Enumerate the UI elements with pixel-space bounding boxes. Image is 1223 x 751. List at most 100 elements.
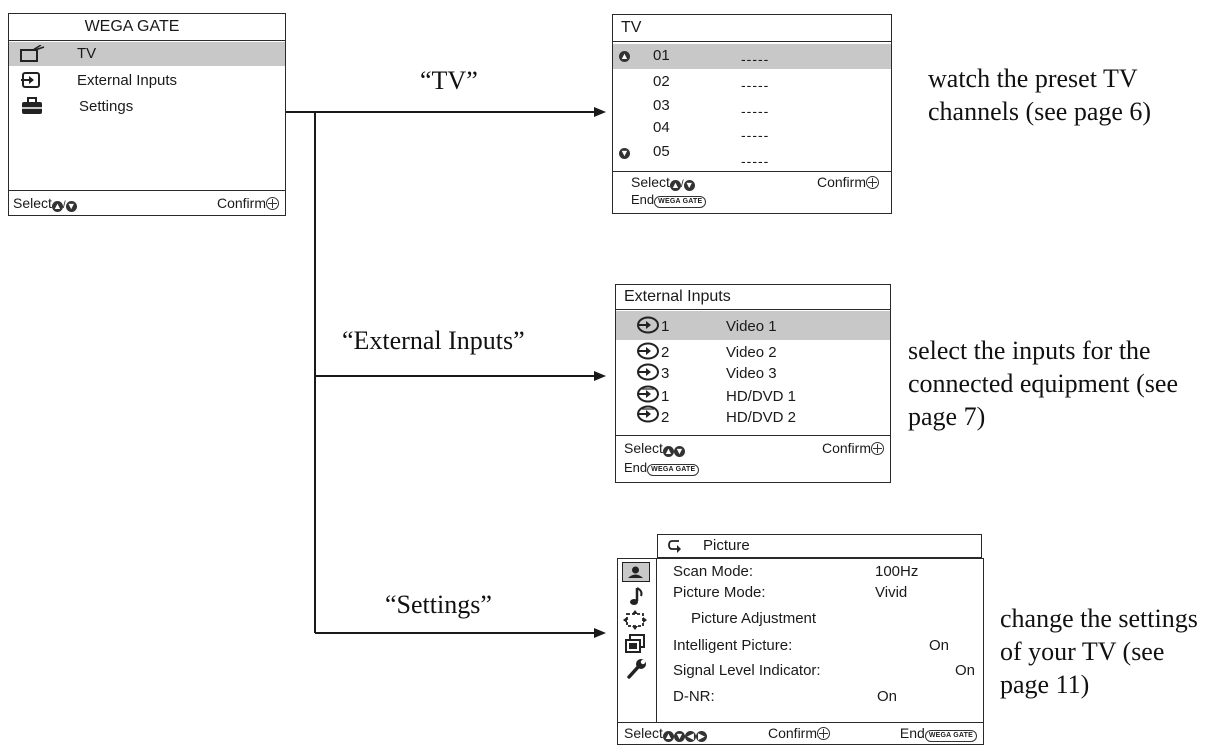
tv-icon	[19, 44, 45, 68]
toolbox-icon[interactable]	[21, 97, 43, 120]
footer-select-label: Select	[13, 195, 52, 211]
confirm-button-icon	[266, 197, 279, 210]
d-nr-value: On	[877, 688, 898, 705]
confirm-button-icon	[817, 727, 831, 740]
input-label: Video 1	[726, 318, 777, 335]
picture-adjustment-item[interactable]: Picture Adjustment	[691, 610, 817, 627]
external-inputs-title: External Inputs	[616, 285, 890, 310]
wega-gate-end-button[interactable]: WEGA GATE	[647, 464, 700, 476]
confirm-button-icon	[866, 176, 879, 189]
tv-channel-row-selected[interactable]	[613, 44, 891, 69]
input-label[interactable]: HD/DVD 2	[726, 409, 797, 426]
wega-gate-item-tv[interactable]	[9, 42, 285, 66]
input-label[interactable]: HD/DVD 1	[726, 388, 797, 405]
channel-name: -----	[741, 103, 770, 119]
input-number[interactable]: 2	[661, 409, 670, 426]
input-label[interactable]: Video 3	[726, 365, 777, 382]
down-arrow-icon: ▼	[673, 731, 685, 742]
channel-number[interactable]: 02	[653, 73, 670, 90]
picture-mode-value: Vivid	[875, 584, 908, 601]
screen-category-icon[interactable]	[623, 610, 647, 635]
channel-number[interactable]: 05	[653, 143, 670, 160]
footer-select-label: Select	[631, 174, 670, 190]
channel-name: -----	[741, 153, 770, 169]
up-arrow-icon: ▲	[662, 731, 674, 742]
settings-panel: Picture Scan Mode: 100Hz Picture Mode: V…	[617, 534, 984, 745]
video-input-icon	[636, 363, 660, 386]
wega-gate-item-label: TV	[77, 45, 97, 62]
channel-number[interactable]: 04	[653, 119, 670, 136]
wega-gate-item-settings[interactable]: Settings	[79, 98, 134, 115]
channel-name: -----	[741, 77, 770, 93]
scroll-up-icon[interactable]: ▲	[619, 51, 630, 62]
d-nr-label[interactable]: D-NR:	[673, 688, 715, 705]
setup-wrench-icon[interactable]	[625, 658, 647, 685]
footer-select-label: Select	[624, 440, 663, 456]
down-arrow-icon: ▼	[673, 446, 685, 457]
intelligent-picture-label[interactable]: Intelligent Picture:	[673, 637, 793, 654]
footer-end-label: End	[631, 192, 655, 207]
right-arrow-icon: ▶	[695, 731, 707, 742]
arrow-label-settings: “Settings”	[385, 590, 492, 619]
footer-confirm-label: Confirm	[816, 174, 866, 190]
external-inputs-panel: External Inputs 1 Video 1 2 Video 2 3 Vi…	[615, 284, 891, 483]
confirm-button-icon	[871, 442, 884, 455]
footer-end-label: End	[899, 725, 925, 741]
input-label[interactable]: Video 2	[726, 344, 777, 361]
settings-title: Picture	[703, 537, 750, 554]
arrow-label-external-inputs: “External Inputs”	[342, 326, 525, 355]
down-arrow-icon: ▼	[65, 201, 77, 212]
wega-gate-end-button[interactable]: WEGA GATE	[654, 196, 707, 208]
return-icon[interactable]	[667, 538, 683, 559]
footer-select-label: Select	[624, 725, 663, 741]
tv-menu-panel: TV ▲ 01 ----- 02 ----- 03 ----- 04 -----…	[612, 14, 892, 214]
scan-mode-label[interactable]: Scan Mode:	[673, 563, 754, 580]
sound-category-icon[interactable]	[626, 586, 646, 611]
wega-gate-footer: Select▲/▼ Confirm	[9, 190, 285, 215]
scroll-down-icon[interactable]: ▼	[619, 148, 630, 159]
picture-category-icon[interactable]	[622, 562, 650, 582]
up-arrow-icon: ▲	[51, 201, 63, 212]
channel-name: -----	[741, 127, 770, 143]
input-number[interactable]: 2	[661, 344, 670, 361]
down-arrow-icon: ▼	[683, 180, 695, 191]
caption-external-inputs: select the inputs for the connected equi…	[908, 336, 1178, 431]
input-number[interactable]: 1	[661, 388, 670, 405]
up-arrow-icon: ▲	[662, 446, 674, 457]
scan-mode-value: 100Hz	[875, 563, 919, 580]
hd-dvd-input-icon	[636, 405, 660, 428]
input-number: 1	[661, 318, 670, 335]
wega-gate-title: WEGA GATE	[9, 14, 285, 41]
wega-gate-panel: WEGA GATE TV External Inputs Settings Se…	[8, 13, 286, 216]
signal-level-indicator-label[interactable]: Signal Level Indicator:	[673, 662, 821, 679]
footer-end-label: End	[624, 460, 648, 475]
hd-dvd-input-icon	[636, 385, 660, 408]
wega-gate-item-external-inputs[interactable]: External Inputs	[77, 72, 178, 89]
channel-number[interactable]: 03	[653, 97, 670, 114]
picture-mode-label[interactable]: Picture Mode:	[673, 584, 766, 601]
footer-confirm-label: Confirm	[821, 440, 871, 456]
input-icon[interactable]	[21, 71, 43, 94]
settings-category-sidebar	[617, 558, 657, 723]
video-input-icon	[636, 342, 660, 365]
tv-menu-title: TV	[613, 15, 891, 42]
footer-confirm-label: Confirm	[768, 725, 818, 741]
wega-gate-end-button[interactable]: WEGA GATE	[924, 730, 977, 742]
features-category-icon[interactable]	[624, 634, 646, 659]
signal-level-indicator-value: On	[955, 662, 976, 679]
channel-name: -----	[741, 51, 770, 67]
channel-number: 01	[653, 47, 670, 64]
left-arrow-icon: ◀	[684, 731, 696, 742]
settings-title-bar	[657, 534, 982, 558]
caption-tv: watch the preset TV channels (see page 6…	[928, 64, 1152, 126]
input-row-selected[interactable]	[616, 311, 890, 340]
caption-settings: change the settings of your TV (see page…	[1000, 604, 1198, 699]
video-input-icon	[636, 316, 660, 339]
footer-confirm-label: Confirm	[216, 195, 266, 211]
up-arrow-icon: ▲	[669, 180, 681, 191]
input-number[interactable]: 3	[661, 365, 670, 382]
